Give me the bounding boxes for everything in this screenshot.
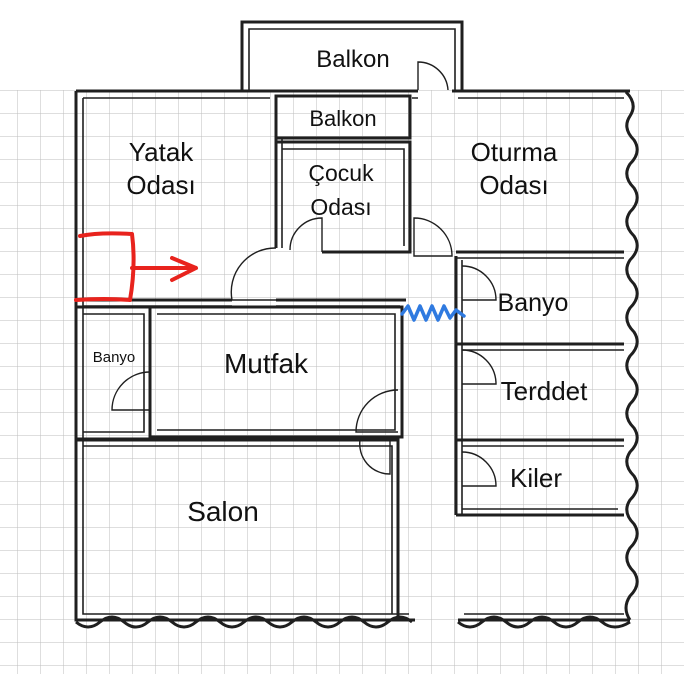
door-swing <box>461 349 497 385</box>
door-swing <box>355 389 399 433</box>
room-label-terddet: Terddet <box>501 376 588 406</box>
bottom-wavy-wall <box>75 615 631 629</box>
room-label-cocuk-odasi: Odası <box>310 194 371 220</box>
door-swing <box>359 439 391 475</box>
door-swing <box>230 247 277 301</box>
red-marker-box-arrow <box>74 231 198 302</box>
room-label-balkon-small: Balkon <box>309 106 376 131</box>
right-wavy-wall <box>624 90 639 621</box>
blue-zigzag-marker <box>400 304 466 322</box>
room-label-mutfak: Mutfak <box>224 348 309 379</box>
room-label-salon: Salon <box>187 496 259 527</box>
room-label-oturma: Oturma <box>471 137 558 167</box>
room-label-banyo-left: Banyo <box>93 349 136 366</box>
room-label-yatak: Yatak <box>129 137 195 167</box>
cocuk-odasi-wall <box>276 140 412 254</box>
outer-wall-left <box>74 91 415 622</box>
room-label-oturma-odasi: Odası <box>479 170 548 200</box>
door-swing <box>111 371 151 411</box>
door-swing <box>417 61 449 91</box>
balkon-top-outline <box>240 20 464 90</box>
door-swing <box>461 265 497 301</box>
room-label-banyo-right: Banyo <box>498 289 569 317</box>
room-label-yatak-odasi: Odası <box>126 170 195 200</box>
door-swing <box>289 217 323 252</box>
room-label-cocuk: Çocuk <box>308 160 374 186</box>
room-label-balkon-top: Balkon <box>316 46 389 73</box>
door-swing <box>461 451 497 487</box>
paper-top-blank <box>0 0 684 90</box>
salon-outline <box>76 438 400 620</box>
room-label-kiler: Kiler <box>510 463 562 493</box>
door-swing <box>413 217 453 257</box>
